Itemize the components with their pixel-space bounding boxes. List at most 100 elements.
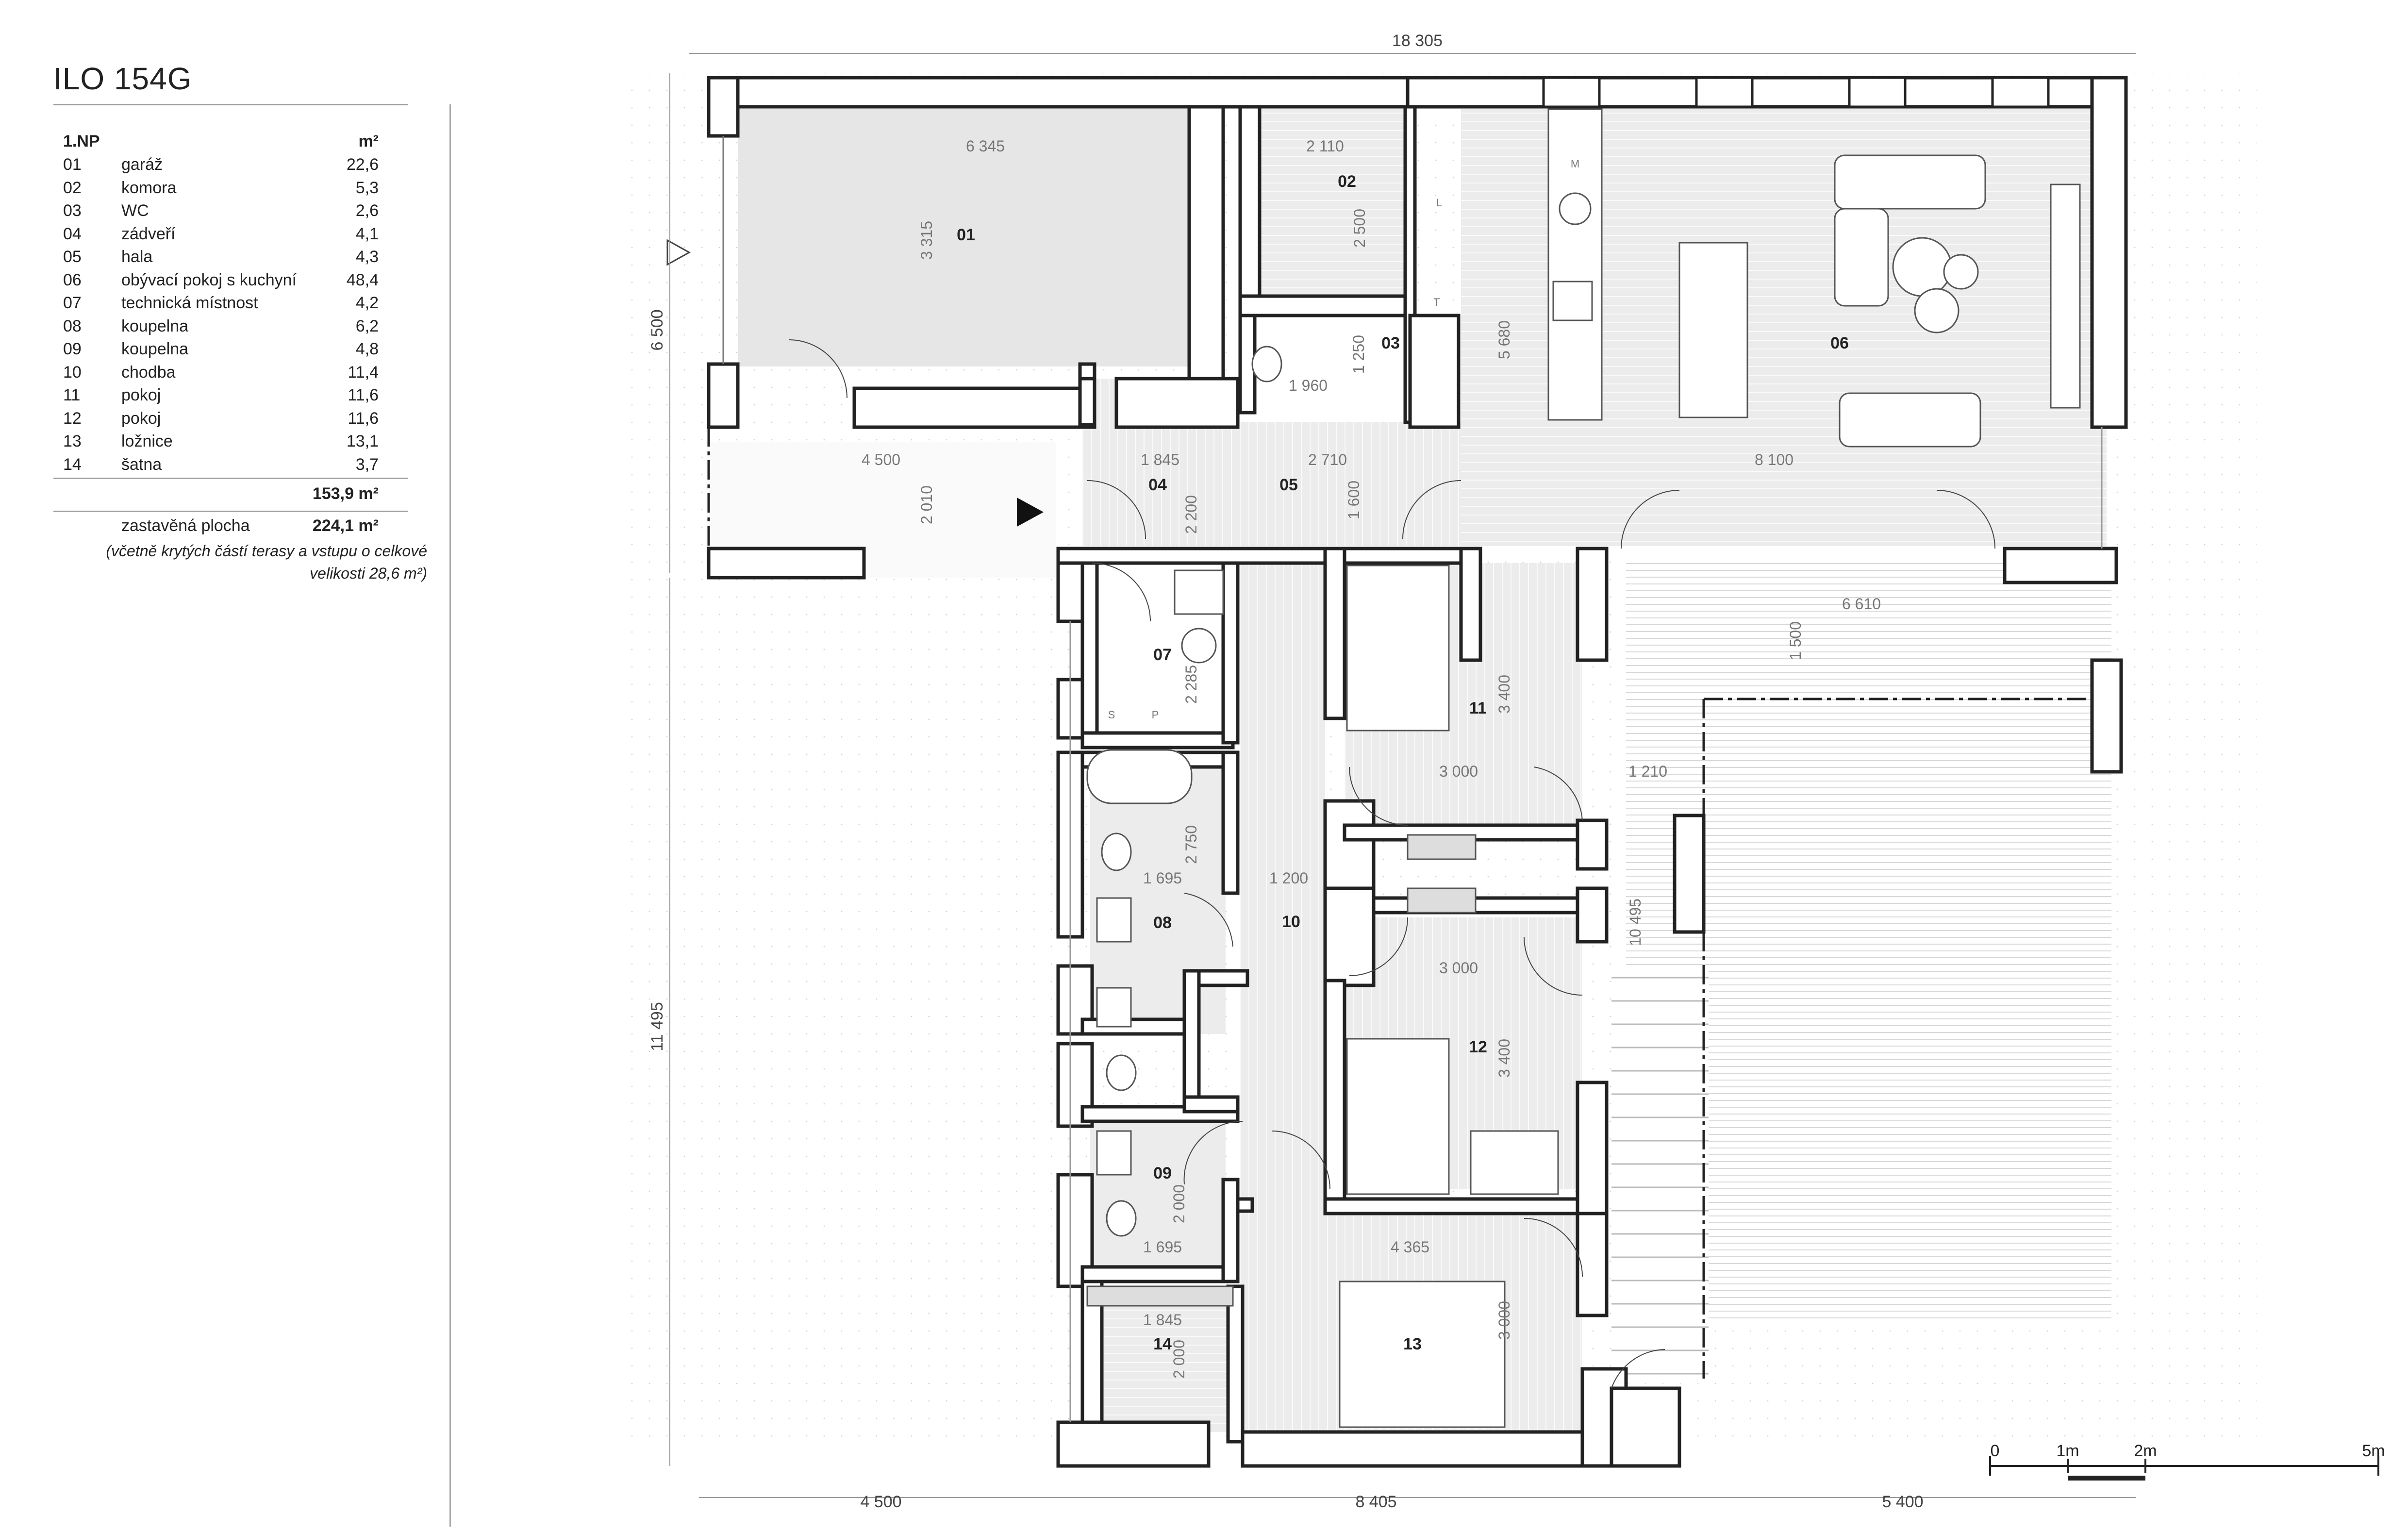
door-bath08 [1184, 893, 1233, 947]
dim-wc-h: 1 250 [1350, 335, 1367, 374]
room-number: 12 [63, 409, 82, 428]
door-room11 [1349, 766, 1408, 826]
fixture-letter-m: M [1571, 158, 1579, 170]
title-divider [53, 104, 408, 105]
window-3 [1848, 76, 1907, 108]
door-hall [1402, 480, 1461, 539]
wall-bath09-s [1080, 1265, 1240, 1283]
room-label-11: 11 [1469, 699, 1487, 717]
room-number: 07 [63, 294, 82, 312]
room-label-12: 12 [1469, 1038, 1487, 1056]
terrace-steps [1611, 966, 1709, 1383]
wall-wc-east [1408, 314, 1461, 429]
dim-closet-w: 1 845 [1143, 1311, 1182, 1329]
room-name: chodba [121, 363, 176, 382]
room-area: 4,1 [355, 224, 379, 243]
walls [707, 76, 2128, 1468]
fixture-letter-t: T [1433, 296, 1440, 308]
armchair-icon [1839, 392, 1981, 448]
room-label-08: 08 [1153, 914, 1172, 932]
window-2 [1695, 76, 1754, 108]
floor-garage [738, 109, 1189, 366]
dim-room12-h: 3 400 [1495, 1039, 1513, 1078]
wall-room11-ne [1459, 547, 1482, 662]
dim-bath08-h: 2 750 [1182, 825, 1200, 864]
dim-living-w: 8 100 [1755, 451, 1794, 468]
dim-closet-h: 2 000 [1170, 1340, 1188, 1379]
pouf-icon [1914, 288, 1960, 333]
wall-vestibule-n [1114, 377, 1240, 429]
room-name: garáž [121, 155, 163, 174]
room-area: 22,6 [346, 155, 379, 174]
room-number: 04 [63, 224, 82, 243]
room-label-09: 09 [1153, 1164, 1172, 1182]
wall-south-bed [1241, 1430, 1623, 1468]
dim-garage-h: 3 315 [918, 221, 935, 260]
room-label-07: 07 [1153, 646, 1172, 664]
dim-bed-w: 4 365 [1391, 1238, 1429, 1256]
wall-living-se [2003, 547, 2118, 584]
total-divider [53, 511, 408, 512]
door-living-2 [1936, 490, 1995, 549]
room-area: 48,4 [346, 270, 379, 289]
door-bedroom [1271, 1131, 1330, 1190]
room-label-03: 03 [1381, 334, 1400, 352]
legend-separator [449, 104, 451, 1527]
wall-tech-east [1221, 561, 1240, 745]
plan-title: ILO 154G [53, 61, 192, 96]
wall-garage-east [1187, 105, 1225, 385]
wall-closet-e [1226, 1284, 1245, 1444]
dim-garage-w: 6 345 [966, 137, 1005, 155]
water-heater-icon [1181, 628, 1217, 664]
dim-room11-h: 3 400 [1495, 675, 1513, 714]
room-label-06: 06 [1830, 334, 1849, 352]
wall-pantry-south [1238, 294, 1412, 317]
bed-bedroom-icon [1339, 1281, 1506, 1428]
dimension-lines [669, 53, 2136, 1498]
scale-bar [1989, 1456, 2379, 1481]
wall-room11-east [1576, 547, 1609, 662]
dim-hall-h: 1 600 [1345, 481, 1362, 519]
dim-pantry-h: 2 500 [1351, 209, 1368, 248]
wall-bed-east [1576, 1212, 1609, 1317]
boiler-icon [1174, 569, 1224, 615]
window-4 [1991, 76, 2050, 108]
wall-garage-south [852, 386, 1094, 429]
room-label-10: 10 [1282, 913, 1300, 931]
dim-vestibule-w: 1 845 [1141, 451, 1179, 468]
room-area: 4,8 [355, 340, 379, 358]
door-swings [788, 339, 1995, 1389]
bed-room12-icon [1346, 1038, 1450, 1195]
dim-bottom-right: 5 400 [1882, 1493, 1923, 1511]
total-area: 153,9 m² [312, 484, 379, 503]
room-area: 5,3 [355, 178, 379, 197]
wall-garage-sw [707, 362, 740, 429]
dining-table [1678, 242, 1748, 418]
coffee-table-icon [1892, 237, 1952, 297]
room-name: komora [121, 178, 177, 197]
room-area: 4,3 [355, 248, 379, 266]
fixture-letter-l: L [1436, 197, 1442, 209]
room-area: 11,6 [348, 409, 379, 428]
room-number: 02 [63, 178, 82, 197]
wall-room12-ne [1576, 886, 1609, 944]
built-area-note-1: (včetně krytých částí terasy a vstupu o … [106, 542, 427, 560]
dim-corridor-w: 1 200 [1269, 869, 1308, 887]
wall-bath08-e [1221, 750, 1240, 895]
room-name: ložnice [121, 432, 173, 450]
washbasin-bath09-icon [1096, 1130, 1132, 1176]
dim-wc-w: 1 960 [1289, 377, 1328, 394]
wardrobe-room11-icon [1407, 834, 1477, 860]
room-name: pokoj [121, 409, 161, 428]
wall-corridor-north [1056, 547, 1463, 565]
door-bedroom-terrace [1524, 1218, 1583, 1277]
fixture-letter-s: S [1108, 709, 1115, 721]
